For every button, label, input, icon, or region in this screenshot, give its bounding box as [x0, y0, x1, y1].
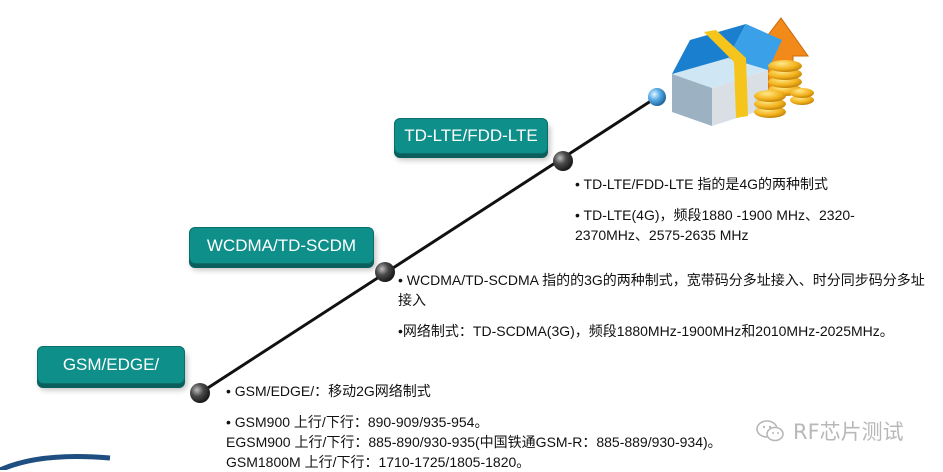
label-text-2g: GSM/EDGE/ [62, 355, 160, 374]
bullets-2g: • GSM/EDGE/：移动2G网络制式 • GSM900 上行/下行：890-… [226, 381, 846, 472]
timeline-node-3g [375, 262, 395, 282]
label-box-2g: GSM/EDGE/ [37, 346, 185, 384]
bullet-2g-4: GSM1800M 上行/下行：1710-1725/1805-1820。 [226, 454, 531, 470]
label-text-4g: TD-LTE/FDD-LTE [404, 126, 538, 145]
label-text-3g: WCDMA/TD-SCDM [206, 235, 357, 255]
bullet-3g-2: •网络制式：TD-SCDMA(3G)，频段1880MHz-1900MHz和201… [398, 323, 894, 339]
bullets-3g: • WCDMA/TD-SCDMA 指的的3G的两种制式，宽带码分多址接入、时分同… [398, 270, 938, 341]
timeline-node-2g [190, 383, 210, 403]
label-box-4g: TD-LTE/FDD-LTE [394, 118, 548, 154]
corner-arc-decoration [0, 454, 111, 470]
bullet-2g-2: • GSM900 上行/下行：890-909/935-954。 [226, 414, 489, 430]
label-box-3g: WCDMA/TD-SCDM [189, 227, 374, 264]
timeline-node-end [648, 88, 666, 106]
growth-illustration-icon [672, 17, 814, 126]
timeline-line [199, 95, 658, 395]
bullet-4g-2: • TD-LTE(4G)，频段1880 -1900 MHz、2320-2370M… [575, 207, 855, 243]
bullet-2g-1: • GSM/EDGE/：移动2G网络制式 [226, 383, 431, 399]
wechat-icon [756, 420, 784, 442]
bullet-2g-3: EGSM900 上行/下行：885-890/930-935(中国铁通GSM-R：… [226, 434, 722, 450]
bullet-3g-1: • WCDMA/TD-SCDMA 指的的3G的两种制式，宽带码分多址接入、时分同… [398, 272, 925, 308]
bullets-4g: • TD-LTE/FDD-LTE 指的是4G的两种制式 • TD-LTE(4G)… [575, 174, 925, 245]
watermark: RF芯片测试 [755, 416, 904, 446]
watermark-text: RF芯片测试 [793, 420, 904, 444]
bullet-4g-1: • TD-LTE/FDD-LTE 指的是4G的两种制式 [575, 176, 829, 192]
timeline-node-4g [553, 151, 573, 171]
